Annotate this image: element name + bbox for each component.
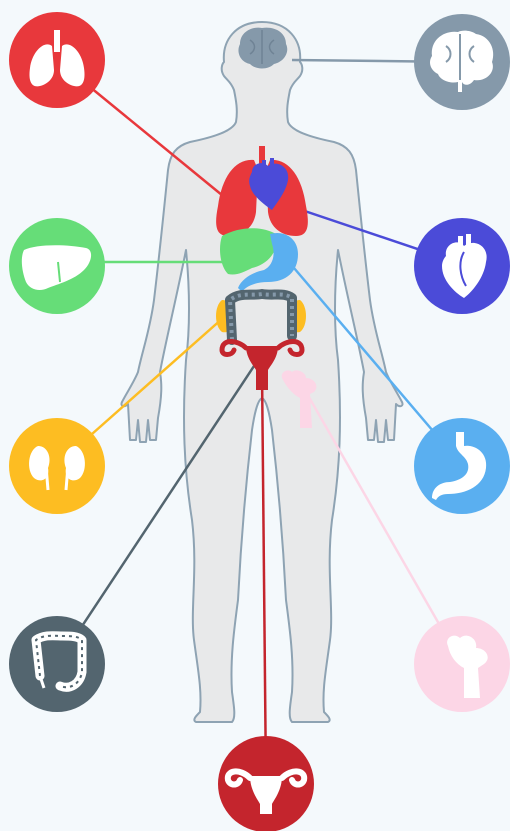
kidneys-badge[interactable] <box>9 418 105 514</box>
liver-badge[interactable] <box>9 218 105 314</box>
intestines-badge[interactable] <box>9 616 105 712</box>
heart-badge[interactable] <box>414 218 510 314</box>
bone-badge[interactable] <box>414 616 510 712</box>
uterus-connector <box>262 370 266 784</box>
lungs-badge[interactable] <box>9 12 105 108</box>
stomach-badge[interactable] <box>414 418 510 514</box>
uterus-badge[interactable] <box>218 736 314 831</box>
brain-badge[interactable] <box>414 14 510 110</box>
